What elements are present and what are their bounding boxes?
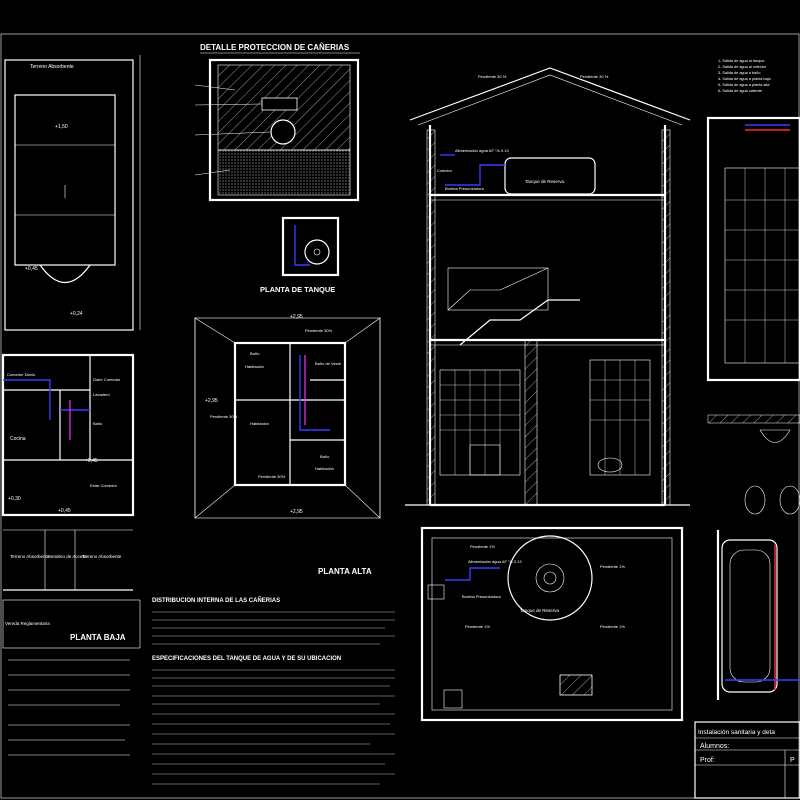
legend-5: 5- Salida de agua a planta alta: [718, 83, 770, 87]
ground-vereda: Vereda Reglamentaria: [5, 621, 50, 626]
ground-label-top: Terreno Absorbente: [30, 64, 74, 70]
ground-plan-title: PLANTA BAJA: [70, 633, 126, 642]
legend-3: 3- Salida de agua a baño: [718, 71, 760, 75]
section-slope-1: Pendiente 30 %: [478, 74, 507, 79]
ground-terreno-1: Terreno Absorbente: [10, 554, 50, 559]
level-terrace: +0,24: [70, 311, 83, 317]
legend: 1- Salida de agua al tanque 2- Salida de…: [718, 59, 771, 93]
ground-terreno-2: Terreno Absorbente: [82, 554, 122, 559]
section-tank-label: Tanque de Reserva: [525, 179, 565, 184]
upper-pendiente-1: Pendiente 30%: [305, 328, 333, 333]
tank-roof-plan: Tanque de Reserva Alimentación agua AF °…: [420, 526, 684, 722]
legend-6: 6- Salida de agua caliente: [718, 89, 762, 93]
roof-tank-label: Tanque de Reserva: [520, 608, 560, 613]
prof-label: Prof:: [700, 757, 715, 764]
ground-notes: [8, 659, 130, 756]
notes-heading-2: ESPECIFICACIONES DEL TANQUE DE AGUA Y DE…: [152, 656, 341, 662]
upper-room-6: Habitación: [315, 466, 334, 471]
building-section: Tanque de Reserva Alimentación agua AF °…: [405, 67, 691, 507]
notes-block: DISTRIBUCION INTERNA DE LAS CAÑERIAS ESP…: [152, 597, 395, 785]
room-galer: Galer Comedor: [93, 377, 121, 382]
room-lavadero: Lavadero: [93, 392, 110, 397]
roof-pump-label: Bomba Presurizadora: [462, 594, 501, 599]
notes-heading-1: DISTRIBUCION INTERNA DE LAS CAÑERIAS: [152, 597, 280, 604]
level-pool-2: +0,45: [25, 266, 38, 272]
upper-room-3: Baño de Vestir: [315, 361, 342, 366]
upper-room-4: Habitación: [250, 421, 269, 426]
level-ground-2: +0,45: [85, 458, 98, 464]
upper-room-1: Habitación: [245, 364, 264, 369]
section-slope-2: Pendiente 30 %: [580, 74, 609, 79]
roof-feed-label: Alimentación agua AF °/s 0.13: [468, 559, 522, 564]
section-pump: Bomba Presurizadora: [445, 186, 484, 191]
level-pool: +1,50: [55, 124, 68, 130]
legend-4: 4- Salida de agua a planta baja: [718, 77, 771, 81]
p-label: P: [790, 757, 795, 764]
upper-room-5: Baño: [320, 454, 330, 459]
level-ground-3: +0,45: [58, 508, 71, 514]
bathroom-detail: 1- Salida de agua al tanque 2- Salida de…: [706, 59, 800, 700]
pool: [14, 94, 116, 266]
detail-box: [208, 58, 360, 202]
room-comedor: Comedor Diario: [7, 372, 36, 377]
legend-1: 1- Salida de agua al tanque: [718, 59, 764, 63]
ground-plan: Terreno Absorbente +1,50 +0,45 +0,24 Com…: [1, 55, 141, 756]
students-label: Alumnos:: [700, 743, 729, 750]
section-colector: Colector: [437, 168, 453, 173]
garden-plot: [4, 59, 134, 331]
pipe-protection-detail: DETALLE PROTECCION DE CAÑERIAS: [194, 43, 360, 202]
roof-slope-1: Pendiente 1%: [470, 544, 495, 549]
roof-slope-4: Pendiente 1%: [600, 624, 625, 629]
level-ground-1: +0,30: [8, 496, 21, 502]
upper-plan-title: PLANTA ALTA: [318, 567, 372, 576]
upper-room-2: Baño: [250, 351, 260, 356]
tank-plan: PLANTA DE TANQUE: [260, 216, 340, 294]
sheet-border: [0, 33, 800, 799]
upper-level-1: +2,95: [290, 314, 303, 320]
roof-slope-2: Pendiente 1%: [600, 564, 625, 569]
upper-pendiente-3: Pendiente 30%: [258, 474, 286, 479]
project-title: Instalación sanitaria y deta: [698, 729, 775, 736]
section-feed-label: Alimentación agua AF °/s 0.13: [455, 148, 509, 153]
room-cocina: Cocina: [10, 436, 26, 442]
upper-level-2: +2,95: [205, 398, 218, 404]
ground-sendero: Sendero de Acceso: [48, 554, 88, 559]
title-block: Instalación sanitaria y deta Alumnos: Pr…: [694, 721, 800, 799]
detail-title: DETALLE PROTECCION DE CAÑERIAS: [200, 43, 350, 52]
upper-pendiente-2: Pendiente 30%: [210, 414, 238, 419]
roof-slope-3: Pendiente 1%: [465, 624, 490, 629]
room-estar: Estar Comedor: [90, 483, 118, 488]
ground-floor-walls: [1, 353, 135, 517]
upper-level-3: +2,95: [290, 509, 303, 515]
upper-plan: Habitación Baño Baño de Vestir Habitació…: [194, 314, 381, 576]
tank-plan-title: PLANTA DE TANQUE: [260, 285, 335, 294]
legend-2: 2- Salida de agua al colector: [718, 65, 767, 69]
room-bano: Baño: [93, 421, 103, 426]
